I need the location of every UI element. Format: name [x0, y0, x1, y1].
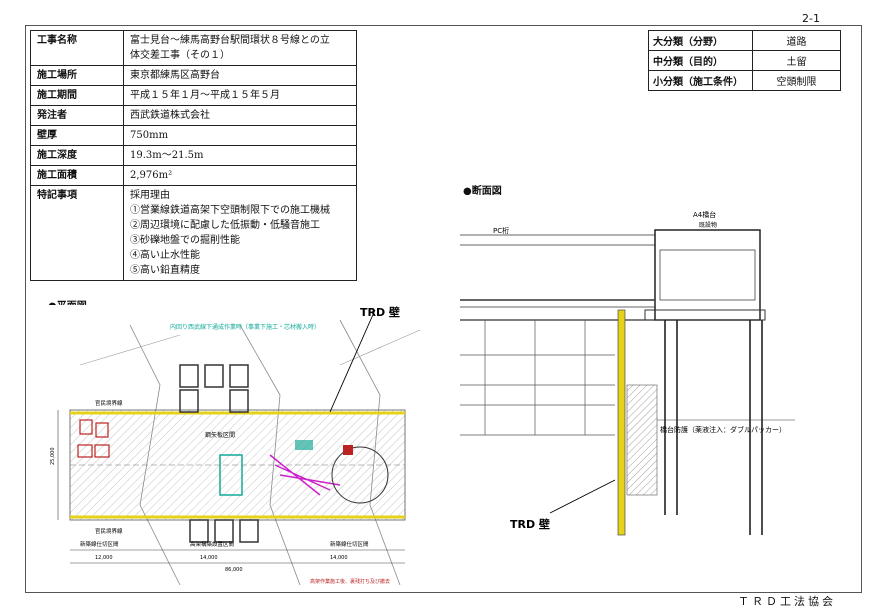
- info-value: 東京都練馬区高野台: [123, 65, 357, 86]
- info-key: 特記事項: [30, 185, 124, 281]
- classification-table: 大分類（分野）道路中分類（目的）土留小分類（施工条件）空頭制限: [648, 30, 841, 91]
- section-top-label: A4橋台: [693, 210, 716, 219]
- classification-value: 空頭制限: [752, 70, 841, 91]
- plan-center-text: 鋼矢板区間: [205, 431, 235, 439]
- info-row: 発注者西武鉄道株式会社: [30, 105, 357, 126]
- classification-row: 中分類（目的）土留: [648, 50, 841, 71]
- classification-value: 土留: [752, 50, 841, 71]
- info-value-line: ④高い止水性能: [130, 250, 200, 261]
- classification-key: 大分類（分野）: [648, 30, 753, 51]
- plan-bottom-note: 高架作業施工後、裏残打ち及び撤去: [310, 578, 390, 585]
- info-value-line: 東京都練馬区高野台: [130, 70, 220, 81]
- info-value-line: ⑤高い鉛直精度: [130, 265, 200, 276]
- section-top-sub: 既設物: [699, 221, 717, 229]
- plan-left-label-1: 官民境界線: [95, 399, 123, 407]
- section-pc-label: PC桁: [493, 226, 509, 235]
- info-key: 施工期間: [30, 85, 124, 106]
- footer-organization: ＴＲＤ工法協会: [738, 595, 836, 608]
- section-trd-callout: TRD 壁: [510, 517, 550, 531]
- page-frame: [25, 25, 862, 593]
- classification-value: 道路: [752, 30, 841, 51]
- info-row: 工事名称富士見台～練馬高野台駅間環状８号線との立体交差工事（その１）: [30, 30, 357, 66]
- info-row: 施工深度 19.3m～21.5m: [30, 145, 357, 166]
- plan-trd-callout: TRD 壁: [360, 305, 400, 319]
- info-value-line: ③砂礫地盤での掘削性能: [130, 235, 240, 246]
- plan-dim-right: 14,000: [330, 555, 348, 561]
- info-value: 平成１５年１月～平成１５年５月: [123, 85, 357, 106]
- info-value: 19.3m～21.5m: [123, 145, 357, 166]
- info-value-line: 2,976m²: [130, 170, 173, 181]
- info-value: 2,976m²: [123, 165, 357, 186]
- plan-view-drawing: TRD 壁 内回り西武線下通成作業時（事業下施工・芯材搬入時） 官民境界線 官民…: [40, 305, 430, 590]
- info-value-line: ①営業線鉄道高架下空頭制限下での施工機械: [130, 205, 330, 216]
- info-value-line: 体交差工事（その１）: [130, 50, 230, 61]
- section-view-caption: ●断面図: [463, 186, 502, 197]
- info-value: 750mm: [123, 125, 357, 146]
- plan-bottom-label-1: 新築線仕切区間: [80, 540, 119, 548]
- plan-left-label-2: 官民境界線: [95, 527, 123, 535]
- info-value: 西武鉄道株式会社: [123, 105, 357, 126]
- info-value: 採用理由 ①営業線鉄道高架下空頭制限下での施工機械 ②周辺環境に配慮した低振動・低騒…: [123, 185, 357, 281]
- plan-dim-left: 12,000: [95, 555, 113, 561]
- info-key: 発注者: [30, 105, 124, 126]
- info-row: 施工場所東京都練馬区高野台: [30, 65, 357, 86]
- info-row: 壁厚 750mm: [30, 125, 357, 146]
- info-value-line: 西武鉄道株式会社: [130, 110, 210, 121]
- info-key: 壁厚: [30, 125, 124, 146]
- info-row: 特記事項採用理由 ①営業線鉄道高架下空頭制限下での施工機械 ②周辺環境に配慮した低振…: [30, 185, 357, 281]
- plan-side-dim: 25,000: [50, 448, 56, 466]
- section-view-drawing: PC桁 A4橋台 既設物 橋台防護（薬液注入：ダブルパッカー） TRD 壁: [455, 195, 850, 540]
- info-value-line: 採用理由: [130, 190, 170, 201]
- classification-key: 中分類（目的）: [648, 50, 753, 71]
- info-value-line: 750mm: [130, 130, 169, 141]
- info-row: 施工期間平成１５年１月～平成１５年５月: [30, 85, 357, 106]
- classification-row: 小分類（施工条件）空頭制限: [648, 70, 841, 91]
- info-key: 工事名称: [30, 30, 124, 66]
- info-value-line: 平成１５年１月～平成１５年５月: [130, 90, 280, 101]
- info-value-line: 富士見台～練馬高野台駅間環状８号線との立: [130, 35, 330, 46]
- project-info-table: 工事名称富士見台～練馬高野台駅間環状８号線との立体交差工事（その１）施工場所東京…: [30, 30, 357, 281]
- plan-bottom-label-3: 新築線仕切区間: [330, 540, 369, 548]
- info-value-line: ②周辺環境に配慮した低振動・低騒音施工: [130, 220, 320, 231]
- classification-row: 大分類（分野）道路: [648, 30, 841, 51]
- info-key: 施工場所: [30, 65, 124, 86]
- classification-key: 小分類（施工条件）: [648, 70, 753, 91]
- plan-top-note: 内回り西武線下通成作業時（事業下施工・芯材搬入時）: [170, 323, 320, 331]
- plan-dim-mid: 14,000: [200, 555, 218, 561]
- page-number: 2-1: [802, 12, 820, 25]
- info-value: 富士見台～練馬高野台駅間環状８号線との立体交差工事（その１）: [123, 30, 357, 66]
- info-row: 施工面積 2,976m²: [30, 165, 357, 186]
- section-anchor-note: 橋台防護（薬液注入：ダブルパッカー）: [660, 425, 786, 434]
- info-key: 施工面積: [30, 165, 124, 186]
- info-value-line: 19.3m～21.5m: [130, 150, 204, 161]
- plan-bottom-label-2: 高架構築設置区間: [190, 540, 235, 548]
- info-key: 施工深度: [30, 145, 124, 166]
- plan-dim-total: 86,000: [225, 567, 243, 573]
